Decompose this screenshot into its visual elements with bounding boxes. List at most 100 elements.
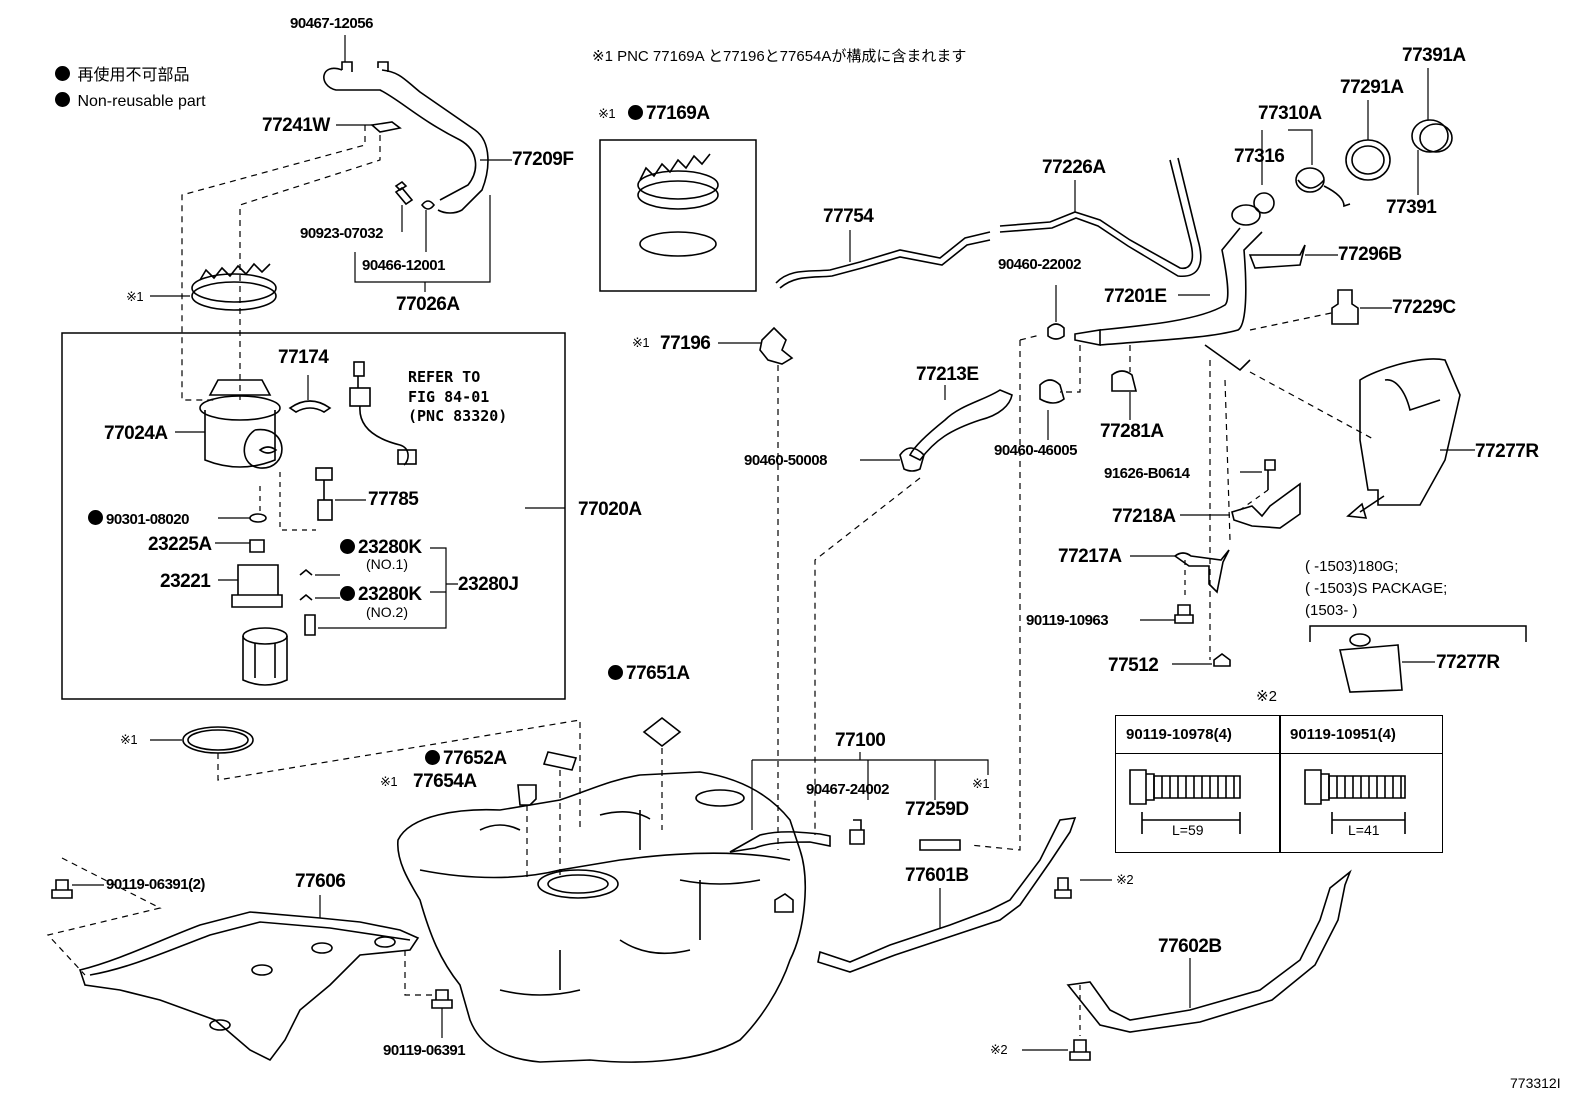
ref-marker: ※2 (1116, 872, 1134, 887)
nut-77512 (1213, 653, 1231, 667)
bracket-77218A (1231, 482, 1301, 529)
part-label[interactable]: 77291A (1340, 77, 1404, 98)
part-label[interactable]: 77316 (1234, 146, 1285, 167)
bolt-length-1: L=59 (1172, 822, 1204, 838)
part-label[interactable]: 90460-46005 (994, 442, 1077, 459)
part-label[interactable]: 77209F (512, 149, 574, 170)
bullet-dot-icon (55, 92, 70, 107)
part-label[interactable]: 77601B (905, 865, 969, 886)
part-label[interactable]: 77391 (1386, 197, 1437, 218)
bolt-table-col2: 90119-10951(4) (1290, 726, 1396, 743)
part-label[interactable]: 90119-06391(2) (106, 876, 205, 893)
tank-band-77601B (817, 817, 1077, 973)
bolt-table-col1: 90119-10978(4) (1126, 726, 1232, 743)
bolt-star2-b (1069, 1039, 1091, 1061)
lock-ring-left (191, 262, 277, 311)
part-label[interactable]: 77100 (835, 730, 886, 751)
bracket-77217A (1173, 549, 1230, 594)
part-label[interactable]: 77277R (1436, 652, 1500, 673)
part-label[interactable]: 77277R (1475, 441, 1539, 462)
part-label[interactable]: 77169A (628, 104, 710, 123)
part-label[interactable]: 90119-10963 (1026, 612, 1109, 629)
variant-notes: ( -1503)180G;( -1503)S PACKAGE;(1503- ) (1305, 556, 1447, 621)
bolt-90923-07032 (394, 180, 414, 206)
part-label[interactable]: 77226A (1042, 157, 1106, 178)
part-label[interactable]: 77651A (608, 664, 690, 683)
part-label-text: 23280K (358, 584, 422, 605)
non-reusable-dot-icon (340, 586, 355, 601)
part-label[interactable]: 77652A (425, 749, 507, 768)
refer-line1: REFER TO (408, 368, 481, 386)
ref-marker: ※1 (380, 774, 398, 789)
part-label[interactable]: 91626-B0614 (1104, 465, 1190, 482)
part-label[interactable]: 77259D (905, 799, 969, 820)
non-reusable-dot-icon (88, 510, 103, 525)
variant-line3: (1503- ) (1305, 601, 1358, 619)
part-label[interactable]: 77196 (660, 333, 711, 354)
part-label[interactable]: 90301-08020 (88, 510, 189, 527)
part-label[interactable]: 77296B (1338, 244, 1402, 265)
part-label[interactable]: 23280J (458, 574, 519, 595)
part-label[interactable]: 77241W (262, 115, 330, 136)
ref-marker: ※1 (120, 732, 138, 747)
part-label[interactable]: 90466-12001 (362, 257, 445, 274)
tank-band-77602B (1066, 869, 1352, 1033)
ref-marker: ※1 (598, 106, 616, 121)
ref-marker: ※2 (990, 1042, 1008, 1057)
fuel-tank-77100 (397, 771, 831, 1063)
part-label[interactable]: 77024A (104, 423, 168, 444)
non-reusable-dot-icon (340, 539, 355, 554)
connector-77785 (315, 467, 333, 521)
part-label[interactable]: 77281A (1100, 421, 1164, 442)
bracket-77296B (1248, 244, 1306, 269)
part-label[interactable]: 90460-50008 (744, 452, 827, 469)
part-label[interactable]: 90467-12056 (290, 15, 373, 32)
hose-77754 (775, 231, 991, 284)
variant-bracket (1309, 625, 1527, 642)
part-label[interactable]: 90467-24002 (806, 781, 889, 798)
non-reusable-dot-icon (628, 105, 643, 120)
part-label[interactable]: 23280K (340, 585, 422, 604)
part-label[interactable]: 77229C (1392, 297, 1456, 318)
clip-77654A (517, 784, 537, 806)
part-label[interactable]: 77201E (1104, 286, 1167, 307)
clamp-90460-22002 (1047, 323, 1065, 340)
part-label[interactable]: 77785 (368, 489, 419, 510)
part-label[interactable]: 77026A (396, 294, 460, 315)
part-label-text: 23280K (358, 537, 422, 558)
tube-77259D (919, 839, 961, 851)
part-label[interactable]: 77213E (916, 364, 979, 385)
part-label[interactable]: 77512 (1108, 655, 1159, 676)
hose-77213E (908, 389, 1013, 462)
part-label[interactable]: 77754 (823, 206, 874, 227)
part-label[interactable]: 90460-22002 (998, 256, 1081, 273)
part-sublabel: (NO.2) (366, 604, 408, 620)
part-label[interactable]: 77391A (1402, 45, 1466, 66)
note-top: ※1 PNC 77169A と77196と77654Aが構成に含まれます (592, 48, 967, 65)
part-label[interactable]: 23225A (148, 534, 212, 555)
part-label[interactable]: 23221 (160, 571, 211, 592)
part-label[interactable]: 23280K (340, 538, 422, 557)
fuel-sender-harness (349, 361, 417, 466)
bracket-77174 (288, 400, 332, 413)
part-label[interactable]: 77310A (1258, 103, 1322, 124)
part-label[interactable]: 77602B (1158, 936, 1222, 957)
part-label[interactable]: 77217A (1058, 546, 1122, 567)
variant-line2: ( -1503)S PACKAGE; (1305, 579, 1448, 597)
refer-line3: (PNC 83320) (408, 407, 508, 425)
part-label[interactable]: 90923-07032 (300, 225, 383, 242)
bolt-table-divider (1279, 716, 1281, 852)
non-reusable-dot-icon (425, 750, 440, 765)
part-label[interactable]: 77020A (578, 499, 642, 520)
ref-marker: ※1 (632, 335, 650, 350)
ref-marker: ※1 (972, 776, 990, 791)
ref-marker: ※1 (126, 289, 144, 304)
bolt-91626-B0614 (1264, 459, 1276, 490)
fuel-pump-assembly-box (61, 332, 566, 700)
part-label[interactable]: 90119-06391 (383, 1042, 466, 1059)
part-label[interactable]: 77654A (413, 771, 477, 792)
pump-internal-parts (231, 513, 316, 686)
part-label[interactable]: 77218A (1112, 506, 1176, 527)
part-label[interactable]: 77606 (295, 871, 346, 892)
part-label[interactable]: 77174 (278, 347, 329, 368)
